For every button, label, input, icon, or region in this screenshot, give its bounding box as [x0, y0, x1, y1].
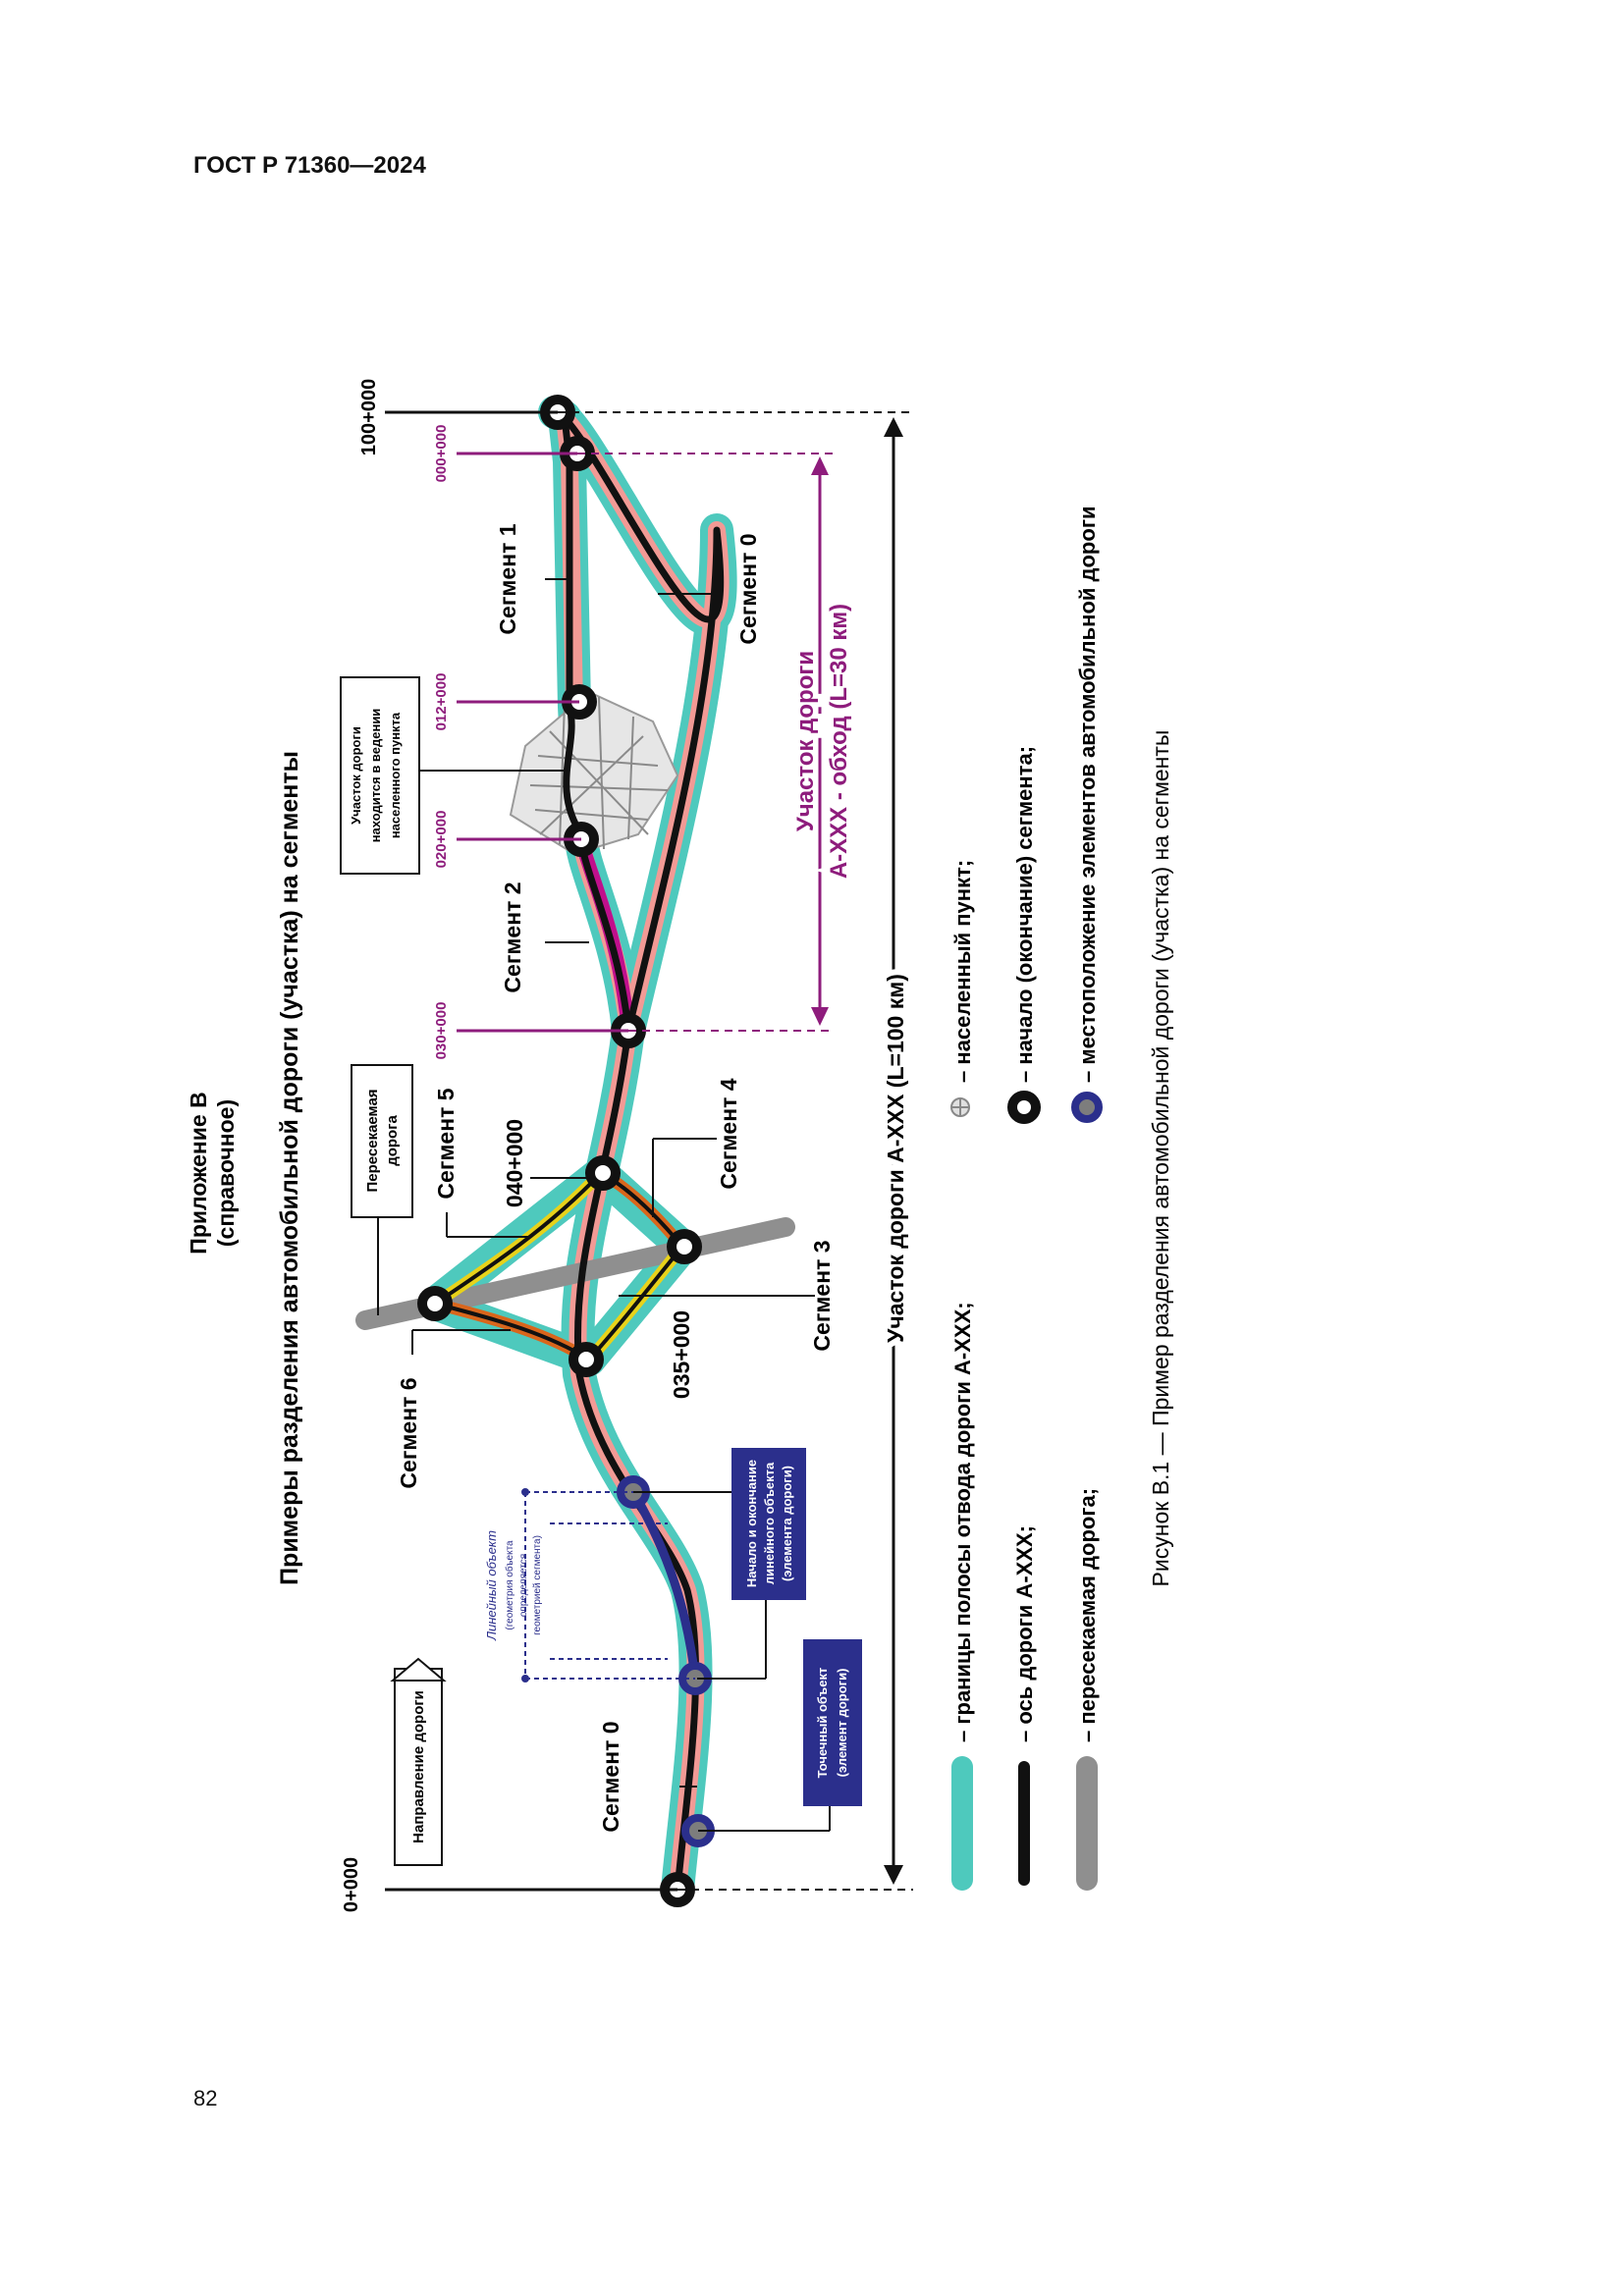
km-mark-035: 035+000 [669, 1310, 694, 1399]
crossing-road-box-line1: Пересекаемая [364, 1089, 381, 1192]
segment-label-2: Сегмент 2 [500, 881, 525, 992]
road-axis [551, 408, 725, 1894]
bypass-label-line1: Участок дороги [792, 651, 819, 831]
segment-label-5: Сегмент 5 [433, 1088, 459, 1199]
chainage-start: 0+000 [341, 1857, 362, 1912]
direction-box [394, 1668, 443, 1866]
start-end-box [731, 1448, 806, 1600]
linear-object-note-line1: Линейный объект [484, 1530, 499, 1641]
legend-element-text: – местоположение элементов автомобильной… [1075, 506, 1100, 1083]
segment-node-ramp-east [667, 1229, 702, 1264]
settlement-box [340, 676, 420, 875]
settlement-box-line1: Участок дороги [349, 726, 363, 825]
linear-object-note-line2: (геометрия объекта [504, 1540, 515, 1630]
chainage-030: 030+000 [433, 1002, 450, 1060]
linear-object-note-line4: геометрией сегмента) [532, 1535, 543, 1635]
crossing-road-box [351, 1064, 413, 1218]
chainage-000: 000+000 [433, 425, 450, 483]
legend-settlement-text: – населенный пункт; [950, 860, 975, 1083]
linear-object-line [628, 1487, 700, 1683]
legend-crossing-text: – пересекаемая дорога; [1075, 1488, 1100, 1742]
segment-label-0-lower: Сегмент 0 [598, 1721, 623, 1832]
road-length-label: Участок дороги А-XXX (L=100 км) [883, 974, 908, 1343]
segment-label-0-upper: Сегмент 0 [735, 533, 761, 644]
legend-node-text: – начало (окончание) сегмента; [1012, 746, 1037, 1083]
appendix-subtitle: (справочное) [213, 1099, 239, 1247]
settlement-area [509, 690, 679, 856]
legend-settlement-icon [950, 1097, 970, 1117]
start-end-box-line1: Начало и окончание [744, 1460, 759, 1587]
chainage-020: 020+000 [433, 811, 450, 869]
reference-lines [385, 410, 913, 1892]
direction-label: Направление дороги [410, 1690, 427, 1843]
segment-node-040 [585, 1155, 621, 1191]
appendix-title: Приложение В [186, 1092, 211, 1254]
start-end-box-line3: (элемента дороги) [780, 1466, 794, 1581]
legend-element-icon [1071, 1092, 1103, 1123]
legend-right-of-way-text: – границы полосы отвода дороги А-XXX; [950, 1302, 975, 1742]
linear-object-bracket [524, 1491, 695, 1680]
figure-caption: Рисунок В.1 — Пример разделения автомоби… [1148, 730, 1173, 1587]
settlement-box-line3: населенного пункта [388, 712, 403, 838]
document-header: ГОСТ Р 71360—2024 [193, 152, 426, 179]
segment-label-1: Сегмент 1 [495, 523, 520, 634]
direction-arrow-head [390, 1657, 447, 1682]
road-length-dimension [884, 417, 903, 1885]
settlement-box-line2: находится в ведении [368, 709, 383, 843]
road-drawing [355, 395, 795, 1907]
page-number: 82 [193, 2086, 218, 2110]
crossing-road-box-line2: дорога [384, 1115, 401, 1166]
segment-node-ramp-west [417, 1286, 453, 1321]
figure-title: Примеры разделения автомобильной дороги … [276, 751, 303, 1585]
start-end-box-line2: линейного объекта [762, 1462, 777, 1584]
point-object-box [803, 1639, 862, 1806]
segment-label-3: Сегмент 3 [809, 1240, 835, 1351]
km-mark-040: 040+000 [502, 1119, 527, 1207]
chainage-end: 100+000 [358, 379, 380, 455]
segment-node-035 [568, 1342, 604, 1377]
segment-label-6: Сегмент 6 [396, 1377, 421, 1488]
legend-node-icon [1007, 1091, 1041, 1124]
chainage-012: 012+000 [433, 673, 450, 731]
bypass-length-dimension [811, 456, 829, 1026]
rotated-texts: Приложение В (справочное) Примеры раздел… [186, 379, 914, 1912]
linear-object-note-line3: определяется [518, 1554, 529, 1617]
point-object-box-line1: Точечный объект [815, 1668, 830, 1779]
legend: – границы полосы отвода дороги А-XXX; – … [950, 506, 1103, 1891]
segment-label-4: Сегмент 4 [716, 1078, 741, 1189]
bypass-label-line2: А-XXX - обход (L=30 км) [826, 604, 852, 879]
point-object-box-line2: (элемент дороги) [835, 1669, 849, 1778]
legend-axis-text: – ось дороги А-XXX; [1012, 1525, 1037, 1742]
